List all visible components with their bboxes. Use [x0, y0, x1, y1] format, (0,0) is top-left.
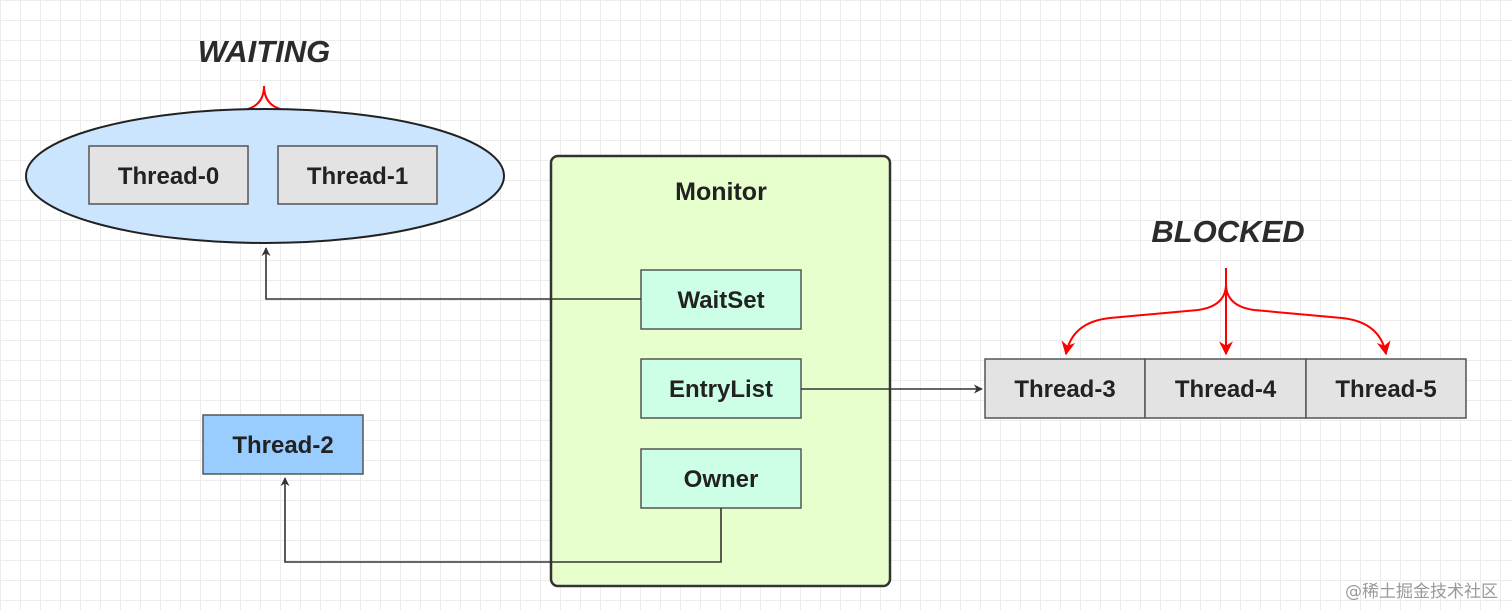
thread-4-label: Thread-4: [1175, 376, 1277, 403]
waitset-to-waiting-arrow: [261, 247, 641, 300]
waitset-label: WaitSet: [677, 287, 764, 314]
thread-4-box: Thread-4: [1144, 358, 1307, 419]
blocked-state-label: BLOCKED: [1151, 214, 1304, 249]
thread-3-label: Thread-3: [1014, 376, 1115, 403]
entrylist-label: EntryList: [669, 376, 773, 403]
thread-3-box: Thread-3: [984, 358, 1146, 419]
waitset-box: WaitSet: [640, 269, 802, 330]
monitor-title: Monitor: [675, 178, 767, 206]
thread-2-label: Thread-2: [232, 432, 333, 459]
waiting-state-label: WAITING: [198, 34, 331, 69]
owner-label: Owner: [684, 466, 759, 493]
blocked-brace-left: [1061, 268, 1227, 356]
thread-5-label: Thread-5: [1335, 376, 1436, 403]
thread-5-box: Thread-5: [1305, 358, 1467, 419]
thread-1-box: Thread-1: [277, 145, 438, 205]
owner-box: Owner: [640, 448, 802, 509]
thread-0-label: Thread-0: [118, 163, 219, 190]
entrylist-box: EntryList: [640, 358, 802, 419]
thread-0-box: Thread-0: [88, 145, 249, 205]
owner-to-thread-2-arrow: [280, 477, 722, 563]
thread-1-label: Thread-1: [307, 163, 408, 190]
blocked-brace-right: [1225, 268, 1391, 356]
thread-2-box: Thread-2: [202, 414, 364, 475]
watermark-text: @稀土掘金技术社区: [1345, 582, 1498, 602]
wait-set-ellipse: [25, 108, 505, 244]
